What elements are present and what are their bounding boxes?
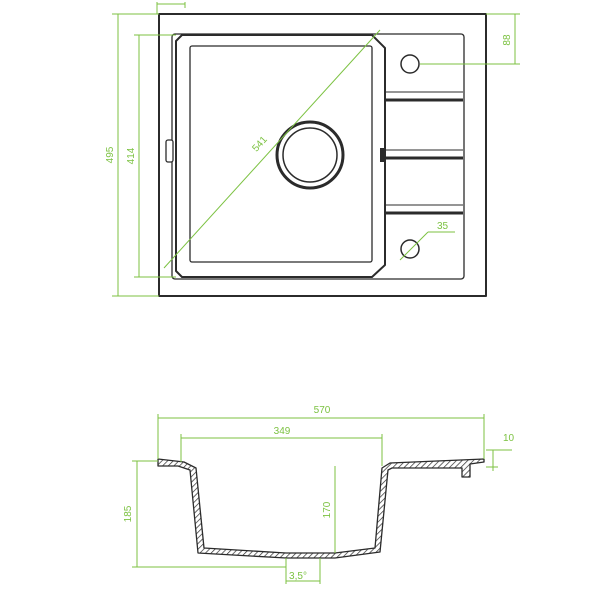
sink-outer-rim [158, 13, 487, 297]
dim-label-overall-depth: 495 [105, 146, 116, 163]
bowl-inner [189, 45, 373, 263]
dim-line-diagonal [163, 29, 381, 269]
dim-label-hole-diameter: 35 [437, 221, 449, 232]
tap-hole-bottom [400, 239, 420, 259]
top-view: 495 414 541 88 35 [105, 2, 520, 297]
bowl-outline [175, 34, 386, 278]
section-view: 570 349 10 185 170 3,5° [123, 405, 515, 584]
dim-label-bowl-width: 349 [274, 426, 291, 437]
sink-cross-section [157, 458, 485, 559]
dim-label-bowl-height: 170 [322, 501, 333, 518]
drain-outer-ring [275, 120, 345, 190]
dim-label-lip: 10 [503, 433, 515, 444]
dim-label-tap-offset: 88 [502, 34, 513, 46]
overflow-slot [165, 139, 174, 163]
tap-hole-top [400, 54, 420, 74]
drainboard-notch [380, 148, 385, 162]
dim-label-drain-slope: 3,5° [289, 571, 307, 582]
dim-label-diagonal: 541 [250, 134, 270, 154]
dim-label-overall-height: 185 [123, 505, 134, 522]
dim-label-overall-width: 570 [314, 405, 331, 416]
dim-label-bowl-depth: 414 [126, 147, 137, 164]
drain-inner-ring [282, 127, 338, 183]
dim-leader-hole [399, 231, 429, 261]
